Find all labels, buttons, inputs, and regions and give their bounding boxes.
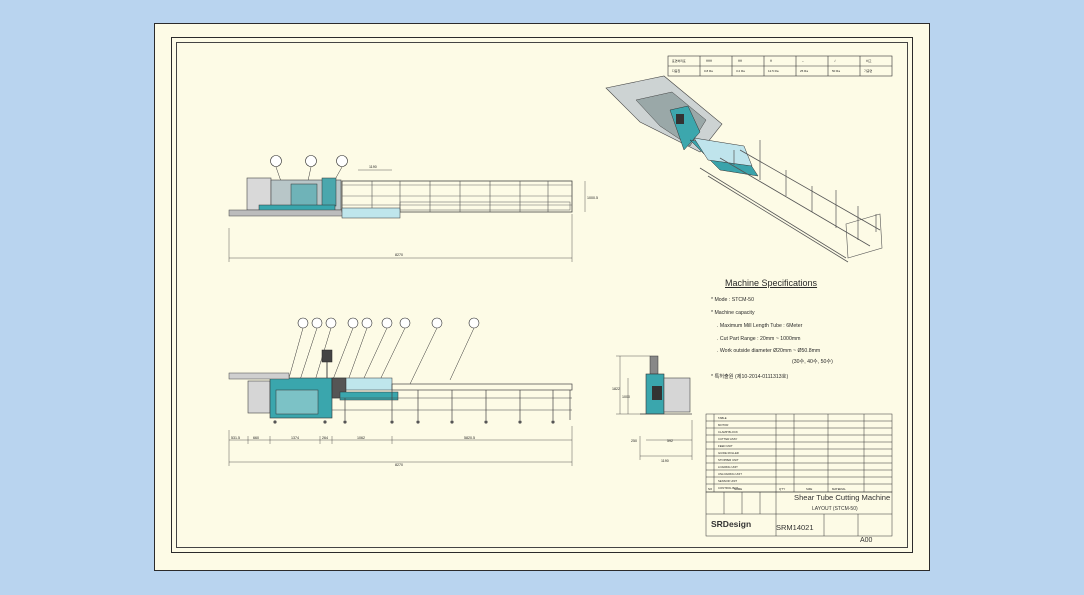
- svg-text:CUTTER ASSY: CUTTER ASSY: [718, 437, 738, 441]
- svg-text:UNLOADING UNIT: UNLOADING UNIT: [718, 472, 742, 476]
- svg-text:SENSOR UNIT: SENSOR UNIT: [718, 479, 737, 483]
- dim-side-1000: 1000: [622, 395, 630, 399]
- outer-border: [171, 37, 913, 553]
- svg-text:3.2 Ra: 3.2 Ra: [736, 69, 745, 73]
- spec-capacity: * Machine capacity: [711, 310, 755, 316]
- bom-rows: TABLE MOTOR CLAMP BLOCK CUTTER ASSY FEED…: [718, 416, 742, 490]
- svg-text:NAME: NAME: [734, 487, 742, 491]
- svg-text:TABLE: TABLE: [718, 416, 727, 420]
- drawing-subtitle: LAYOUT (STCM-50): [812, 506, 858, 512]
- svg-text:FEED UNIT: FEED UNIT: [718, 444, 733, 448]
- dim-front-531: 531.5: [231, 436, 240, 440]
- dim-front-1062: 1062: [357, 436, 365, 440]
- spec-mode: * Mode : STCM-50: [711, 297, 754, 303]
- svg-text:∇∇: ∇∇: [737, 59, 743, 63]
- dim-front-264: 264: [322, 436, 328, 440]
- svg-text:0.8 Ra: 0.8 Ra: [704, 69, 713, 73]
- spec-max-length: . Maximum Mill Length Tube : 6Meter: [717, 323, 803, 329]
- dim-front-1374: 1374: [291, 436, 299, 440]
- spec-sizes: (30수, 40수, 50수): [792, 359, 833, 365]
- svg-text:√: √: [834, 59, 836, 63]
- brand-logo-text: SRDesign: [711, 519, 752, 529]
- isometric-view: [605, 75, 883, 263]
- spec-diameter: . Work outside diameter Ø20mm ~ Ø50.8mm: [717, 348, 821, 354]
- svg-text:가공면: 가공면: [864, 68, 873, 73]
- dim-side-width: 1190: [661, 459, 669, 463]
- bom-header: NO NAME Q'TY SIZE MATERIAL: [708, 487, 846, 491]
- svg-text:LOADING UNIT: LOADING UNIT: [718, 465, 738, 469]
- svg-text:STOPPER UNIT: STOPPER UNIT: [718, 458, 739, 462]
- inner-border: [176, 42, 908, 548]
- dim-side-height: 1822: [612, 387, 620, 391]
- svg-text:다듬질: 다듬질: [672, 68, 681, 73]
- dim-front-660: 660: [253, 436, 259, 440]
- svg-text:MOTOR: MOTOR: [718, 423, 728, 427]
- dim-top-length: 8270: [395, 253, 403, 257]
- svg-text:CLAMP BLOCK: CLAMP BLOCK: [718, 430, 738, 434]
- dim-side-250: 250: [631, 439, 637, 443]
- svg-text:비고: 비고: [866, 58, 872, 63]
- drawing-sheet: [154, 23, 930, 571]
- svg-text:∇: ∇: [769, 59, 773, 63]
- svg-text:GUIDE ROLLER: GUIDE ROLLER: [718, 451, 739, 455]
- drawing-number: SRM14021: [776, 523, 814, 532]
- svg-text:12.5 Ra: 12.5 Ra: [768, 69, 779, 73]
- surface-finish-table: [667, 55, 893, 77]
- drawing-title: Shear Tube Cutting Machine: [794, 493, 891, 502]
- svg-text:50 Ra: 50 Ra: [832, 69, 840, 73]
- svg-text:표면처리표: 표면처리표: [672, 58, 686, 63]
- spec-patent: * 특허출원 (제10-2014-0111313호): [711, 374, 789, 380]
- svg-text:MATERIAL: MATERIAL: [832, 487, 846, 491]
- bill-of-materials: [705, 413, 893, 537]
- svg-text:∇∇∇: ∇∇∇: [705, 59, 713, 63]
- dim-top-1190: 1190: [369, 165, 377, 169]
- svg-text:NO: NO: [708, 487, 713, 491]
- svg-text:CONTROL BOX: CONTROL BOX: [718, 486, 738, 490]
- dim-front-5820: 5820.5: [464, 436, 475, 440]
- front-view: 531.5 660 1374 264 1062 5820.5 8270: [228, 317, 573, 467]
- side-view: 1822 1000 250 592 1190: [612, 355, 693, 463]
- svg-text:SIZE: SIZE: [806, 487, 812, 491]
- svg-text:~: ~: [802, 59, 804, 63]
- specifications-title: Machine Specifications: [725, 278, 818, 288]
- dim-top-width: 1000.5: [587, 196, 598, 200]
- dim-side-592: 592: [667, 439, 673, 443]
- svg-text:25 Ra: 25 Ra: [800, 69, 808, 73]
- top-view: 8270 1190 1000.5: [228, 155, 598, 262]
- revision-label: A00: [860, 537, 873, 544]
- spec-cut-range: . Cut Part Range : 20mm ~ 1000mm: [717, 336, 801, 342]
- dim-front-total: 8270: [395, 463, 403, 467]
- svg-text:Q'TY: Q'TY: [779, 487, 785, 491]
